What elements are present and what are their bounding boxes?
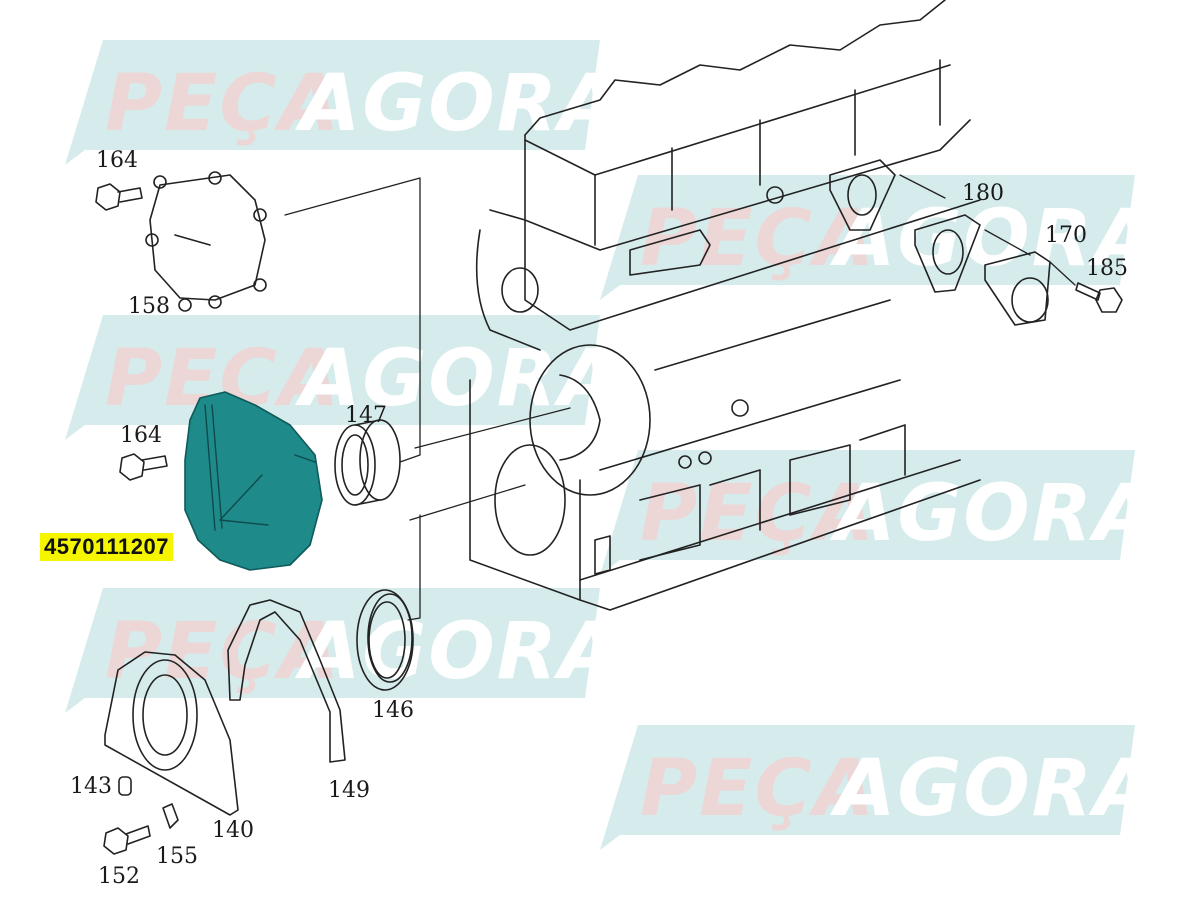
- part-155-washer: [162, 803, 179, 829]
- part-147-seal: [334, 419, 401, 506]
- part-180-gaskets: [829, 159, 981, 293]
- watermark-banner-5: PEÇA AGORA: [65, 588, 605, 713]
- part-185-bolt: [1075, 282, 1123, 313]
- svg-text:AGORA: AGORA: [829, 744, 1140, 834]
- callout-170: 170: [1045, 223, 1087, 248]
- callout-180: 180: [962, 181, 1004, 206]
- callout-158: 158: [128, 294, 170, 319]
- part-143-sleeve: [118, 776, 132, 796]
- watermark-banner-1: PEÇA AGORA: [65, 40, 605, 165]
- part-164-bolt-top: [95, 183, 143, 211]
- watermark-banner-6: PEÇA AGORA: [600, 725, 1140, 850]
- callout-164-top: 164: [96, 148, 138, 173]
- svg-text:AGORA: AGORA: [294, 59, 605, 149]
- part-164-bolt-mid: [119, 453, 168, 481]
- svg-text:PEÇA: PEÇA: [640, 469, 876, 559]
- part-146-seal: [356, 589, 414, 691]
- part-number-highlight: 4570111207: [40, 533, 173, 562]
- callout-149: 149: [328, 778, 370, 803]
- callout-140: 140: [212, 818, 254, 843]
- callout-155: 155: [156, 844, 198, 869]
- callout-152: 152: [98, 864, 140, 889]
- callout-185: 185: [1086, 256, 1128, 281]
- part-152-bolt: [103, 825, 151, 855]
- callout-143: 143: [70, 774, 112, 799]
- svg-text:PEÇA: PEÇA: [105, 59, 341, 149]
- leader-lines: [284, 174, 1076, 621]
- part-158-cover: [145, 171, 267, 312]
- watermark-banner-2: PEÇA AGORA: [600, 175, 1140, 300]
- svg-text:AGORA: AGORA: [294, 607, 605, 697]
- callout-164-mid: 164: [120, 423, 162, 448]
- part-170-housing: [984, 251, 1051, 326]
- svg-text:PEÇA: PEÇA: [640, 744, 876, 834]
- watermark-banner-4: PEÇA AGORA: [600, 450, 1140, 575]
- svg-text:PEÇA: PEÇA: [640, 194, 876, 284]
- svg-text:AGORA: AGORA: [294, 334, 605, 424]
- callout-147: 147: [345, 403, 387, 428]
- callout-146: 146: [372, 698, 414, 723]
- highlighted-front-cover: [184, 391, 323, 571]
- engine-block: [469, 0, 981, 611]
- part-140-rear-cover: [104, 651, 239, 816]
- part-149-gasket: [227, 599, 346, 763]
